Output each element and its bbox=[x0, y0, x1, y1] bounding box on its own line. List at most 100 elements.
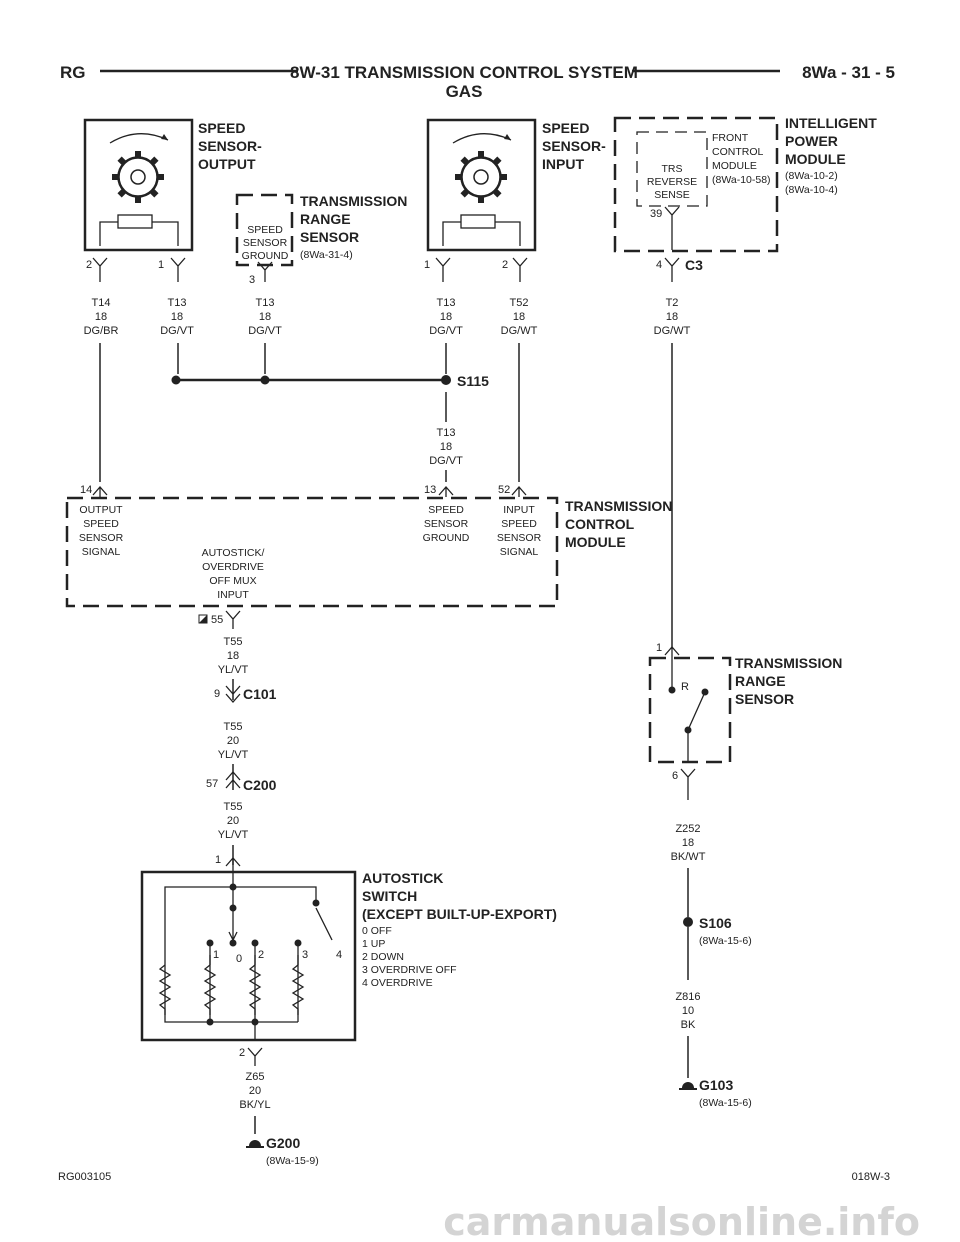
wire-color: YL/VT bbox=[218, 749, 249, 761]
pin-number: 4 bbox=[656, 259, 662, 271]
component-title-line: TRANSMISSION bbox=[300, 193, 407, 209]
header-section-code: RG bbox=[60, 63, 86, 82]
component-title-line: OUTPUT bbox=[198, 156, 256, 172]
tcm-function-label: SENSOR bbox=[424, 518, 469, 530]
inline-connector-icon bbox=[225, 771, 241, 789]
page-reference: (8Wa-15-6) bbox=[699, 935, 752, 947]
wire-gauge: 20 bbox=[227, 815, 239, 827]
component-title-line: TRANSMISSION bbox=[565, 498, 672, 514]
junction-dot bbox=[251, 1018, 259, 1026]
wire-gauge: 18 bbox=[440, 441, 452, 453]
pin-number: 1 bbox=[215, 854, 221, 866]
tcm-dashed-box bbox=[65, 496, 559, 608]
component-title-line: SENSOR- bbox=[198, 138, 262, 154]
pin-connector-icon bbox=[257, 261, 273, 282]
wire-color: DG/WT bbox=[501, 325, 538, 337]
tcm-function-label: SIGNAL bbox=[82, 546, 121, 558]
ground-label: G200 bbox=[266, 1135, 300, 1151]
wire-color: DG/WT bbox=[654, 325, 691, 337]
contact-dot bbox=[684, 726, 692, 734]
tcm-function-label: SPEED bbox=[501, 518, 537, 530]
pin-number: 1 bbox=[656, 642, 662, 654]
trs-ground-dashed-box bbox=[235, 193, 294, 267]
wire-code: T52 bbox=[510, 297, 529, 309]
wire-gauge: 18 bbox=[171, 311, 183, 323]
intelligent-power-module: TRS REVERSE SENSE FRONT CONTROL MODULE (… bbox=[613, 115, 877, 337]
wire-color: DG/VT bbox=[248, 325, 282, 337]
contact-label: R bbox=[681, 681, 689, 693]
ground-g103: G103 (8Wa-15-6) bbox=[679, 1077, 752, 1109]
component-title-line: INPUT bbox=[542, 156, 584, 172]
contact-dot bbox=[701, 688, 709, 696]
pin-connector-icon bbox=[170, 257, 186, 282]
wire-gauge: 18 bbox=[259, 311, 271, 323]
contact-dot bbox=[668, 686, 676, 694]
wire-color: DG/VT bbox=[160, 325, 194, 337]
pin-connector-icon bbox=[664, 257, 680, 282]
wire-gauge: 18 bbox=[440, 311, 452, 323]
wire-gauge: 18 bbox=[95, 311, 107, 323]
tcm-function-label: INPUT bbox=[503, 504, 535, 516]
tcm-function-label: OFF MUX bbox=[209, 575, 256, 587]
pin-number: 6 bbox=[672, 770, 678, 782]
ground-icon bbox=[682, 1082, 694, 1088]
gear-icon bbox=[455, 151, 507, 203]
switch-position-label: 3 bbox=[302, 949, 308, 961]
wires-upper bbox=[99, 343, 673, 648]
component-title-line: MODULE bbox=[565, 534, 626, 550]
pin-number: 1 bbox=[158, 259, 164, 271]
tcm-function-label: GROUND bbox=[423, 532, 470, 544]
pin-connector-icon bbox=[664, 206, 680, 250]
tcm-function-label: OUTPUT bbox=[79, 504, 123, 516]
pin-number: 57 bbox=[206, 778, 218, 790]
wire-gauge: 18 bbox=[682, 837, 694, 849]
switch-position-label: 1 bbox=[213, 949, 219, 961]
contact-dot bbox=[229, 939, 237, 947]
component-title-line: MODULE bbox=[785, 151, 846, 167]
wire-code: T13 bbox=[437, 297, 456, 309]
wire-gauge: 18 bbox=[666, 311, 678, 323]
component-title-line: POWER bbox=[785, 133, 838, 149]
junction-dot bbox=[206, 1018, 214, 1026]
tcm-function-label: SIGNAL bbox=[500, 546, 539, 558]
splice-s106: S106 (8Wa-15-6) Z816 10 BK bbox=[675, 915, 752, 1078]
box-label-line: GROUND bbox=[242, 250, 289, 262]
ipm-dashed-box bbox=[613, 116, 779, 253]
connector-label: C3 bbox=[685, 257, 703, 273]
figure-code: 018W-3 bbox=[852, 1171, 890, 1183]
legend-item: 3 OVERDRIVE OFF bbox=[362, 964, 457, 976]
splice-label: S106 bbox=[699, 915, 732, 931]
autostick-switch-body bbox=[140, 870, 357, 1042]
pin-connector-icon bbox=[225, 610, 241, 629]
box-label-line: REVERSE bbox=[647, 176, 697, 188]
autostick-switch: 1 1 0 bbox=[140, 854, 557, 1134]
pin-number: 55 bbox=[211, 614, 223, 626]
sensor-element-icon bbox=[460, 214, 496, 229]
wire-code: T55 bbox=[224, 636, 243, 648]
page-reference: (8Wa-10-2) bbox=[785, 170, 838, 182]
wire-color: DG/BR bbox=[84, 325, 119, 337]
pin-number: 9 bbox=[214, 688, 220, 700]
contact-dot bbox=[312, 899, 320, 907]
splice-dot bbox=[683, 917, 693, 927]
tcm-function-label: INPUT bbox=[217, 589, 249, 601]
speed-sensor-input: SPEED SENSOR- INPUT 1 2 T13 18 DG/VT T52… bbox=[424, 118, 606, 337]
pin-connector-icon bbox=[664, 646, 680, 658]
box-label-line: SPEED bbox=[247, 224, 283, 236]
component-title-line: SENSOR- bbox=[542, 138, 606, 154]
pin-connector-icon bbox=[247, 1047, 263, 1066]
contact-dot bbox=[294, 939, 302, 947]
wire-color: BK bbox=[681, 1019, 696, 1031]
figure-id: RG003105 bbox=[58, 1171, 111, 1183]
component-title-line: AUTOSTICK bbox=[362, 870, 443, 886]
wire-gauge: 20 bbox=[249, 1085, 261, 1097]
pin-connector-icon bbox=[511, 486, 527, 497]
legend-item: 0 OFF bbox=[362, 925, 392, 937]
splice-dot bbox=[171, 375, 181, 385]
pin-connector-icon bbox=[92, 257, 108, 282]
gear-icon bbox=[112, 151, 164, 203]
wire-color: DG/VT bbox=[429, 455, 463, 467]
tcm-function-label: AUTOSTICK/ bbox=[202, 547, 265, 559]
wire-code: T13 bbox=[168, 297, 187, 309]
